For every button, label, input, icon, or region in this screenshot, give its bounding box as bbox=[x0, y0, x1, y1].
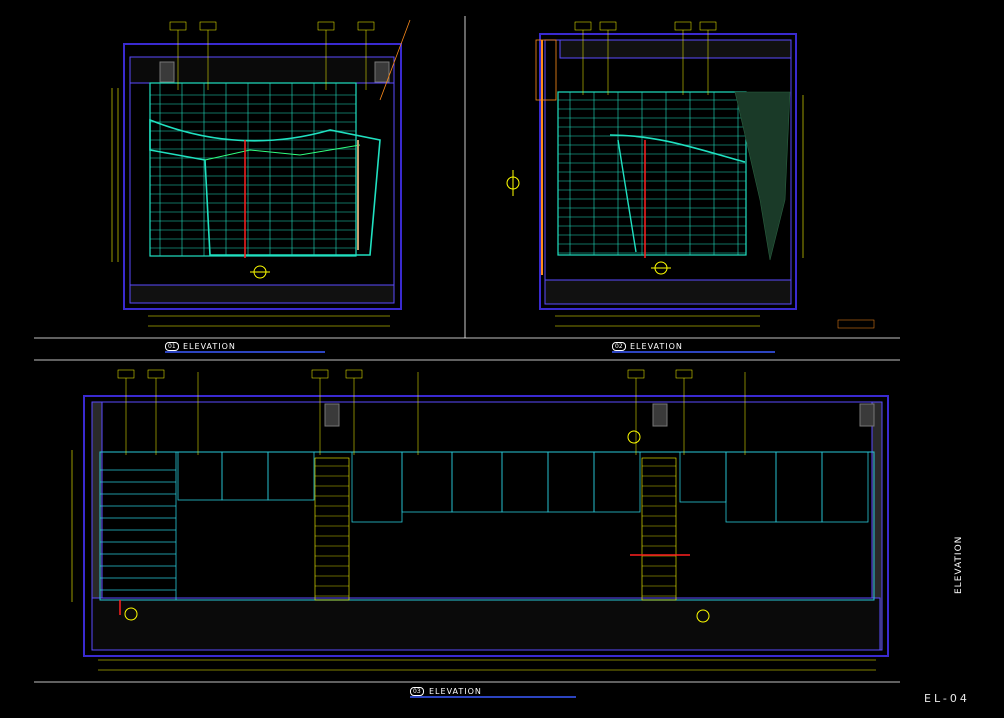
elevation-01-drawing bbox=[111, 19, 411, 327]
elevation-02-title: ELEVATION bbox=[630, 342, 683, 351]
elevation-03-number: 03 bbox=[410, 687, 424, 696]
elevation-02-drawing bbox=[506, 21, 875, 329]
sheet-number: EL-04 bbox=[924, 692, 970, 705]
elevation-01-title: ELEVATION bbox=[183, 342, 236, 351]
elevation-02-number: 02 bbox=[612, 342, 626, 351]
elevation-01-number: 01 bbox=[165, 342, 179, 351]
sheet-separators bbox=[34, 16, 900, 683]
elevation-03-title: ELEVATION bbox=[429, 687, 482, 696]
elevation-03-drawing bbox=[71, 369, 889, 671]
title-underlines bbox=[165, 351, 775, 698]
sheet-title-vertical: ELEVATION bbox=[954, 535, 964, 594]
